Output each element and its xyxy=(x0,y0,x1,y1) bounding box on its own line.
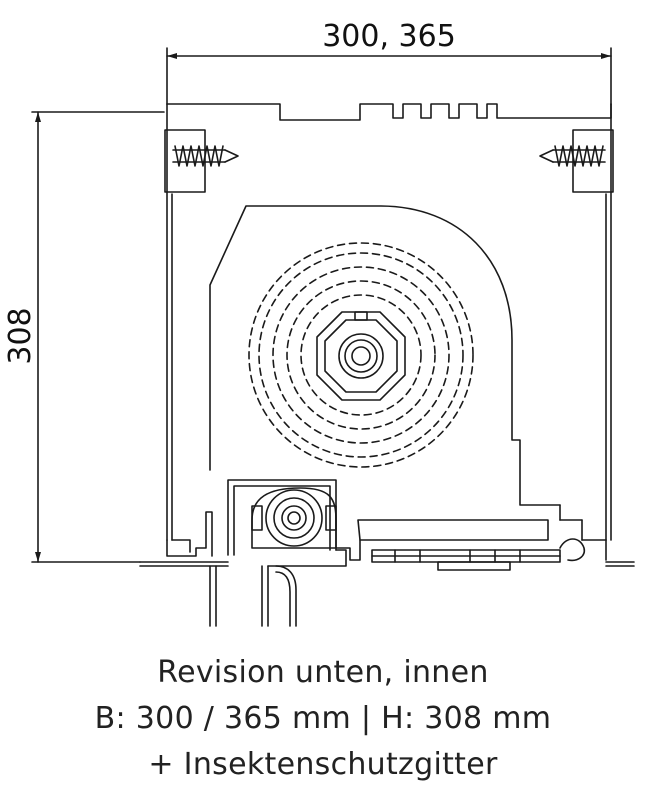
caption-line-dimensions: B: 300 / 365 mm | H: 308 mm xyxy=(94,701,552,736)
shutter-coil xyxy=(248,242,474,468)
guide-rails xyxy=(209,549,347,627)
bottom-left-corner xyxy=(139,511,635,567)
box-outer-contour xyxy=(166,103,612,121)
width-dimension xyxy=(166,47,612,105)
height-dimension-label: 308 xyxy=(3,307,38,364)
width-dimension-label: 300, 365 xyxy=(322,19,456,54)
inner-housing xyxy=(209,205,561,506)
caption-line-insect-screen: + Insektenschutzgitter xyxy=(148,747,498,782)
caption-line-revision: Revision unten, innen xyxy=(157,655,489,690)
bottom-revision-flap xyxy=(335,519,607,571)
insect-screen-cassette xyxy=(227,479,337,556)
octagonal-shaft xyxy=(316,311,406,401)
left-wall-anchor xyxy=(164,129,239,193)
right-wall-anchor xyxy=(539,129,614,193)
height-dimension xyxy=(31,111,165,563)
roller-shutter-box-cross-section: 300, 365 308 xyxy=(3,19,635,627)
